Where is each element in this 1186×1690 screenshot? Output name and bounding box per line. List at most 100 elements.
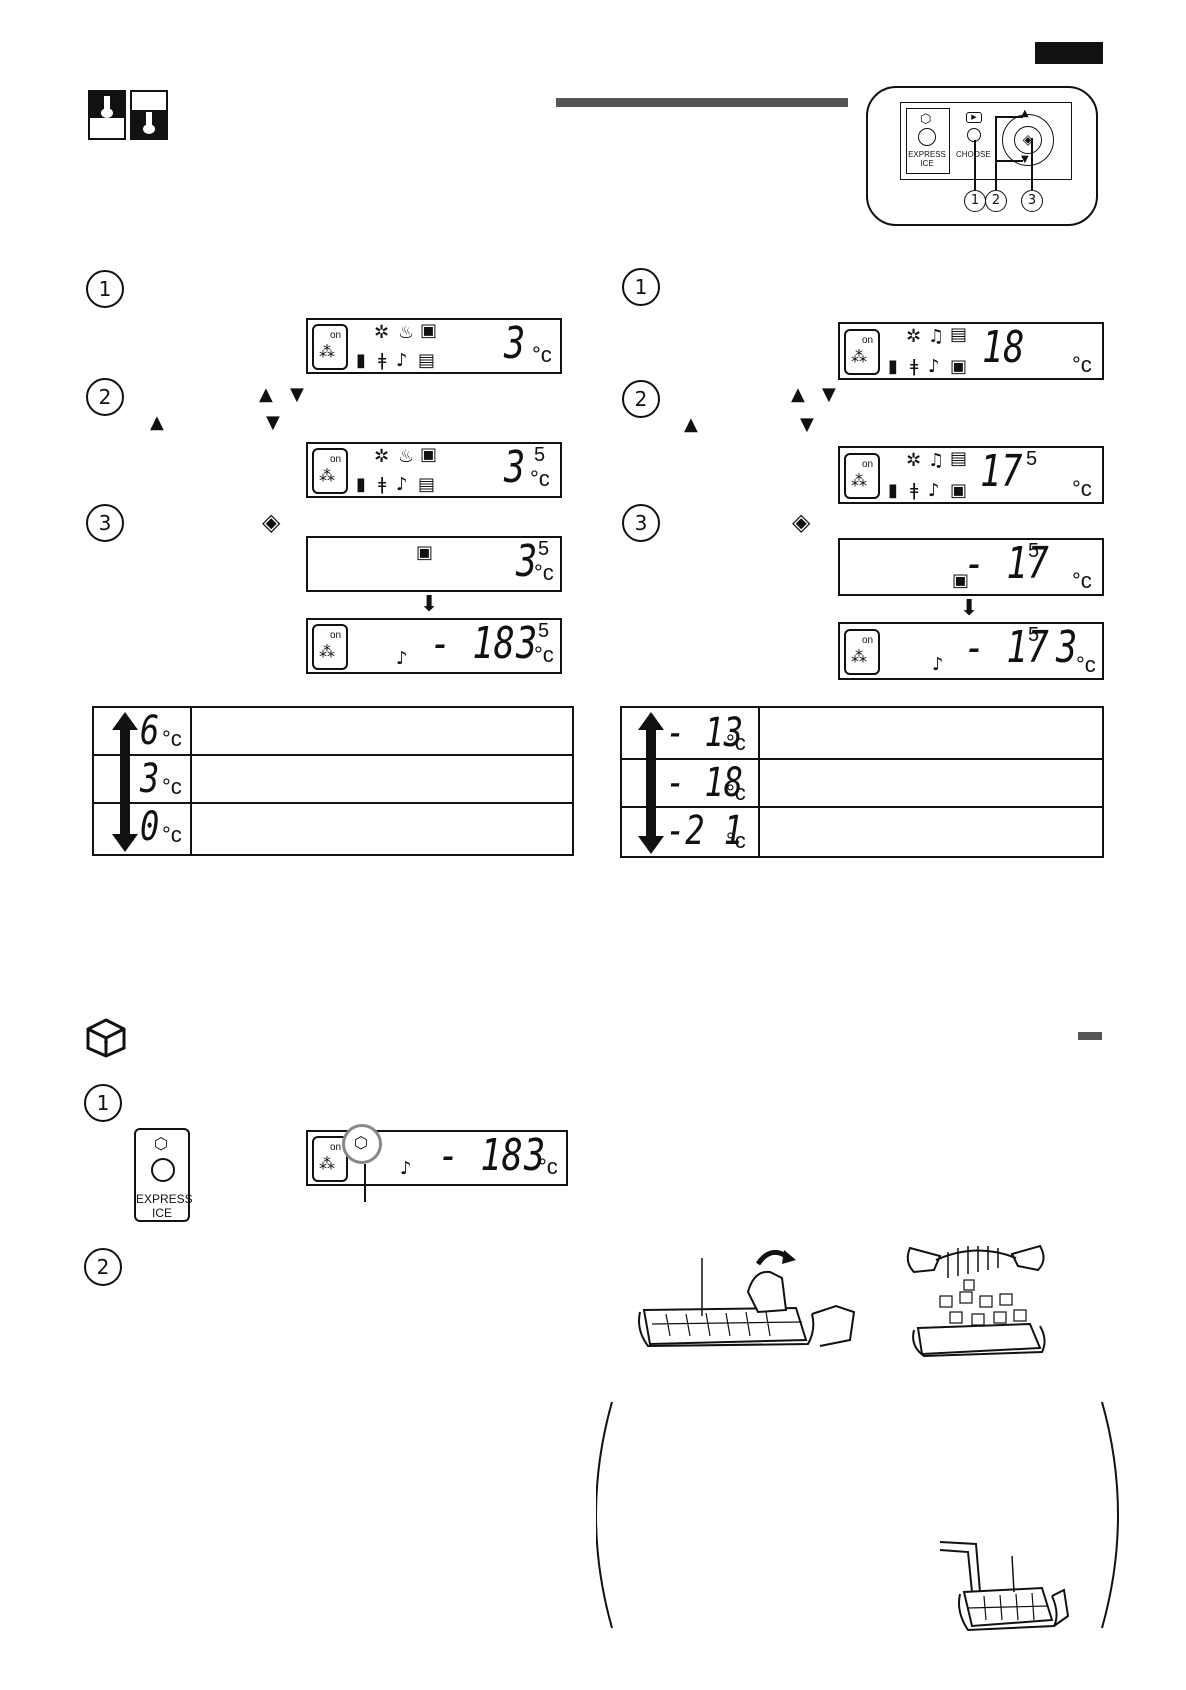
grape-icon: on⁂ (312, 624, 348, 670)
down-arrow-icon: ▼ (290, 384, 304, 405)
ice-cube-icon: ⬡ (920, 112, 932, 127)
page-header-tab (1035, 42, 1103, 64)
highlight-circle: ⬡ (342, 1124, 382, 1164)
up-arrow-icon: ▲ (684, 414, 698, 435)
bag-icon: ▮ (356, 350, 366, 371)
bell-icon: ♫ (928, 326, 945, 347)
express-ice-panel-button[interactable] (918, 128, 936, 146)
right-display-2-value: 17 (980, 446, 1023, 497)
fridge-table-value-2: 0 (140, 804, 160, 850)
freezer-table-value-1: - 18 (666, 760, 744, 806)
express-step-1: 1 (84, 1084, 122, 1122)
right-display-4-freezer: - 17 (964, 622, 1049, 673)
down-arrow-icon: ▼ (1021, 154, 1029, 165)
thermometer-icon: ǂ (910, 480, 919, 501)
freezer-icon: ▣ (952, 570, 970, 591)
left-display-4: on⁂ ♪ - 18 3 5 °c (306, 618, 562, 674)
freezer-table-value-0: - 13 (666, 710, 744, 756)
pointer-line (364, 1164, 366, 1202)
unit-label: °c (162, 822, 182, 847)
fridge-icon: ▣ (420, 444, 438, 465)
grape-icon: on⁂ (312, 448, 348, 494)
section-title-bar (556, 98, 848, 107)
control-panel-illustration: ⬡ EXPRESS ICE ▶ CHOOSE ◈ ▲ ▼ 1 2 3 (866, 86, 1098, 226)
bag-icon: ▮ (356, 474, 366, 495)
freezer-icon: ▣ (950, 356, 968, 377)
right-display-4-decimal: 5 (1028, 624, 1040, 646)
bag-icon: ▮ (888, 480, 898, 501)
freezer-icon: ▤ (418, 474, 436, 495)
unit-label: °c (162, 774, 182, 799)
thermometer-icon: ǂ (378, 350, 387, 371)
callout-1: 1 (964, 190, 986, 212)
music-note-icon: ♪ (396, 648, 408, 669)
ice-tray-twist-illustration (636, 1249, 856, 1360)
grape-icon: on⁂ (844, 453, 880, 499)
right-step-3: 3 (622, 504, 660, 542)
left-display-4-decimal: 5 (538, 620, 550, 642)
music-note-icon: ♪ (928, 480, 940, 501)
music-note-icon: ♪ (928, 356, 940, 377)
callout-2: 2 (985, 190, 1007, 212)
express-display-fridge: 3 (524, 1130, 546, 1181)
unit-label: °c (538, 1154, 558, 1179)
freezer-icon: ▤ (950, 448, 968, 469)
unit-label: °c (1076, 652, 1096, 677)
up-down-dial[interactable] (1002, 114, 1054, 166)
left-display-2-decimal: 5 (534, 444, 546, 466)
right-display-1: on⁂ ✲ ♫ ▤ ▮ ǂ ♪ ▣ 18 °c (838, 322, 1104, 380)
express-step-2: 2 (84, 1248, 122, 1286)
unit-label: °c (726, 780, 746, 805)
confirm-dial-button[interactable]: ◈ (1014, 126, 1042, 154)
music-note-icon: ♪ (932, 654, 944, 675)
play-icon: ▶ (966, 112, 982, 123)
sun-icon: ✲ (374, 446, 390, 467)
arrow-down-icon: ⬇ (420, 592, 439, 617)
double-arrow-icon (638, 712, 664, 854)
unit-label: °c (534, 560, 554, 585)
fridge-temperature-table: 6 °c 3 °c 0 °c (92, 706, 574, 856)
alarm-icon: ♨ (398, 322, 415, 343)
callout-3: 3 (1021, 190, 1043, 212)
express-display-freezer: - 18 (438, 1130, 523, 1181)
grape-icon: on⁂ (312, 1136, 348, 1182)
fridge-icon: ▣ (416, 542, 434, 563)
grape-icon: on⁂ (844, 329, 880, 375)
right-display-3: ▣ - 17 5 °c (838, 538, 1104, 596)
unit-label: °c (534, 642, 554, 667)
sun-icon: ✲ (374, 322, 390, 343)
bell-icon: ♫ (928, 450, 945, 471)
fridge-icon: ▣ (420, 320, 438, 341)
thermometer-icon: ǂ (910, 356, 919, 377)
up-arrow-icon: ▲ (150, 412, 164, 433)
ice-cube-icon: ⬡ (154, 1134, 168, 1153)
unit-label: °c (1072, 568, 1092, 593)
left-step-1: 1 (86, 270, 124, 308)
down-arrow-icon: ▼ (266, 412, 280, 433)
confirm-icon: ◈ (262, 508, 281, 536)
right-display-1-value: 18 (982, 322, 1025, 373)
down-arrow-icon: ▼ (800, 414, 814, 435)
grape-icon: on⁂ (844, 629, 880, 675)
express-ice-button[interactable]: ⬡ EXPRESS ICE (134, 1128, 193, 1222)
left-display-4-fridge: 3 (516, 618, 538, 669)
panel-choose-label: CHOOSE (956, 150, 991, 159)
unit-label: °c (726, 828, 746, 853)
unit-label: °c (1072, 352, 1092, 377)
ice-label: ICE (151, 1206, 172, 1220)
unit-label: °c (1072, 476, 1092, 501)
right-display-2-decimal: 5 (1026, 448, 1038, 470)
up-arrow-icon: ▲ (791, 384, 805, 405)
freezer-icon: ▣ (950, 480, 968, 501)
right-step-2: 2 (622, 380, 660, 418)
confirm-icon: ◈ (792, 508, 811, 536)
freezer-table-value-2: -2 1 (666, 808, 744, 854)
right-step-1: 1 (622, 268, 660, 306)
sun-icon: ✲ (906, 326, 922, 347)
alarm-icon: ♨ (398, 446, 415, 467)
music-note-icon: ♪ (396, 474, 408, 495)
up-arrow-icon: ▲ (259, 384, 273, 405)
left-display-2-value: 3 (504, 442, 526, 493)
unit-label: °c (726, 730, 746, 755)
left-display-1: on⁂ ✲ ♨ ▣ ▮ ǂ ♪ ▤ 3 °c (306, 318, 562, 374)
